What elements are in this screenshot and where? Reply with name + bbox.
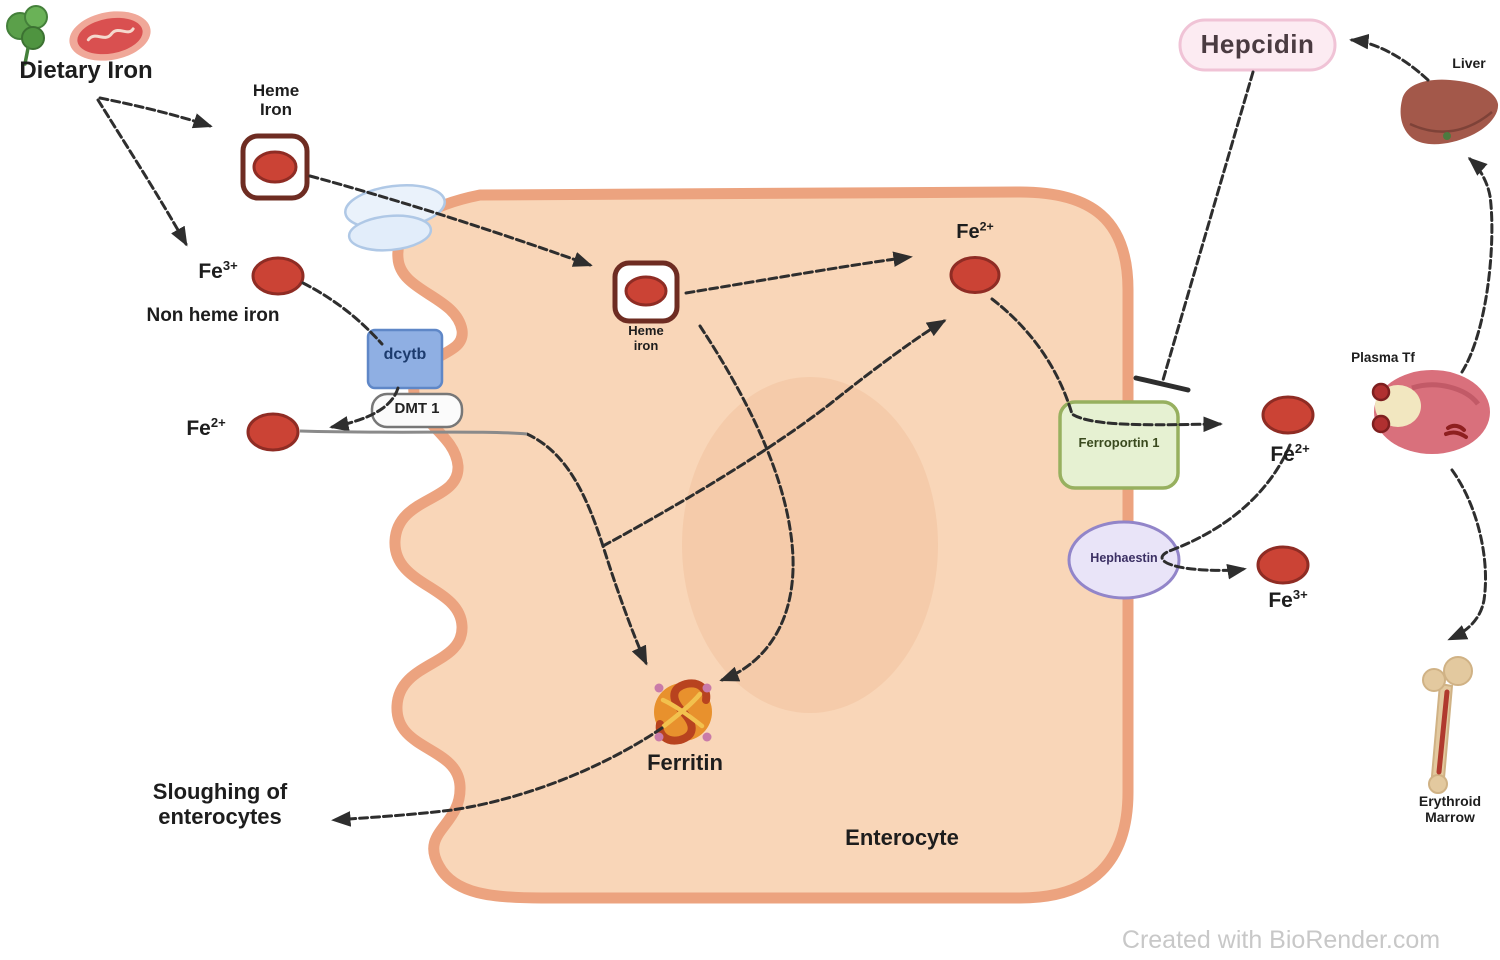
arrow-ferritin-to-sloughing bbox=[331, 726, 664, 827]
enterocyte-label: Enterocyte bbox=[845, 825, 959, 850]
cell-body bbox=[389, 186, 1134, 904]
arrow-fe3-to-dcytb bbox=[301, 281, 384, 346]
heme-iron-icon bbox=[240, 133, 310, 201]
arrow-heme-to-fe2cell bbox=[684, 251, 913, 295]
arrow-dcytb-to-fe2 bbox=[329, 386, 400, 432]
arrow-fe2cell-to-ferroportin bbox=[990, 297, 1223, 433]
dmt1-anchor-line bbox=[299, 429, 528, 436]
ferritin-label: Ferritin bbox=[647, 750, 723, 775]
fe3-left-label: Fe3+ bbox=[198, 258, 238, 283]
heme-transporter-icon bbox=[344, 184, 446, 252]
heme-iron-lumen-label: Heme Iron bbox=[252, 81, 300, 120]
vegetable-icon bbox=[6, 5, 48, 66]
hephaestin-enzyme bbox=[1067, 520, 1181, 600]
arrow-plasmatf-to-liver bbox=[1460, 157, 1494, 374]
hephaestin-label: Hephaestin bbox=[1090, 551, 1158, 565]
fe2-left-label: Fe2+ bbox=[186, 415, 226, 440]
ferritin-icon bbox=[654, 679, 712, 745]
erythroid-marrow-label: Erythroid Marrow bbox=[1418, 793, 1482, 825]
hepcidin-label: Hepcidin bbox=[1200, 29, 1315, 59]
dmt1-label: DMT 1 bbox=[394, 400, 440, 417]
arrow-heme-into-cell bbox=[308, 174, 593, 267]
arrow-dietary-to-nonheme bbox=[96, 98, 188, 247]
non-heme-iron-label: Non heme iron bbox=[146, 305, 280, 326]
arrow-dietary-to-heme bbox=[98, 96, 213, 129]
arrow-plasmatf-to-marrow bbox=[1447, 468, 1488, 641]
arrow-heme-to-ferritin bbox=[698, 324, 795, 682]
hepcidin-pill bbox=[1178, 18, 1337, 72]
arrow-fe2-to-fe3-hephaestin bbox=[1160, 443, 1292, 580]
dcytb-channel bbox=[366, 328, 444, 390]
liver-label: Liver bbox=[1452, 55, 1486, 71]
iron-ion-fe2-right bbox=[1261, 395, 1315, 435]
iron-ion-fe2-left bbox=[246, 412, 300, 452]
plasma-tf-label: Plasma Tf bbox=[1351, 350, 1415, 365]
dmt1-channel bbox=[370, 392, 464, 429]
sloughing-label: Sloughing of enterocytes bbox=[152, 779, 288, 829]
fe3-right-label: Fe3+ bbox=[1268, 587, 1308, 612]
iron-ion-fe3-right bbox=[1256, 545, 1310, 585]
biorender-credit: Created with BioRender.com bbox=[1121, 926, 1441, 954]
heme-iron-cell-label: Heme iron bbox=[628, 323, 664, 353]
bone-marrow-icon bbox=[1422, 656, 1473, 794]
fe2-right-label: Fe2+ bbox=[1270, 441, 1310, 466]
liver-icon bbox=[1400, 79, 1499, 145]
cytoplasm-shading bbox=[682, 377, 938, 713]
arrow-liver-to-hepcidin bbox=[1349, 33, 1430, 82]
fe2-cell-label: Fe2+ bbox=[956, 219, 994, 243]
ferroportin-label: Ferroportin 1 bbox=[1078, 435, 1160, 450]
dietary-iron-label: Dietary Iron bbox=[19, 57, 153, 84]
inhibition-tbar bbox=[1133, 375, 1191, 393]
inhibition-hepcidin-ferroportin bbox=[1161, 70, 1255, 382]
dcytb-label: dcytb bbox=[383, 346, 427, 363]
iron-ion-fe3-left bbox=[251, 256, 305, 296]
arrow-junction-to-fe2cell bbox=[601, 319, 947, 548]
meat-icon bbox=[69, 11, 151, 61]
transferrin-icon bbox=[1371, 370, 1490, 454]
iron-ion-fe2-cell bbox=[949, 256, 1001, 294]
heme-iron-cell-icon bbox=[612, 260, 680, 324]
